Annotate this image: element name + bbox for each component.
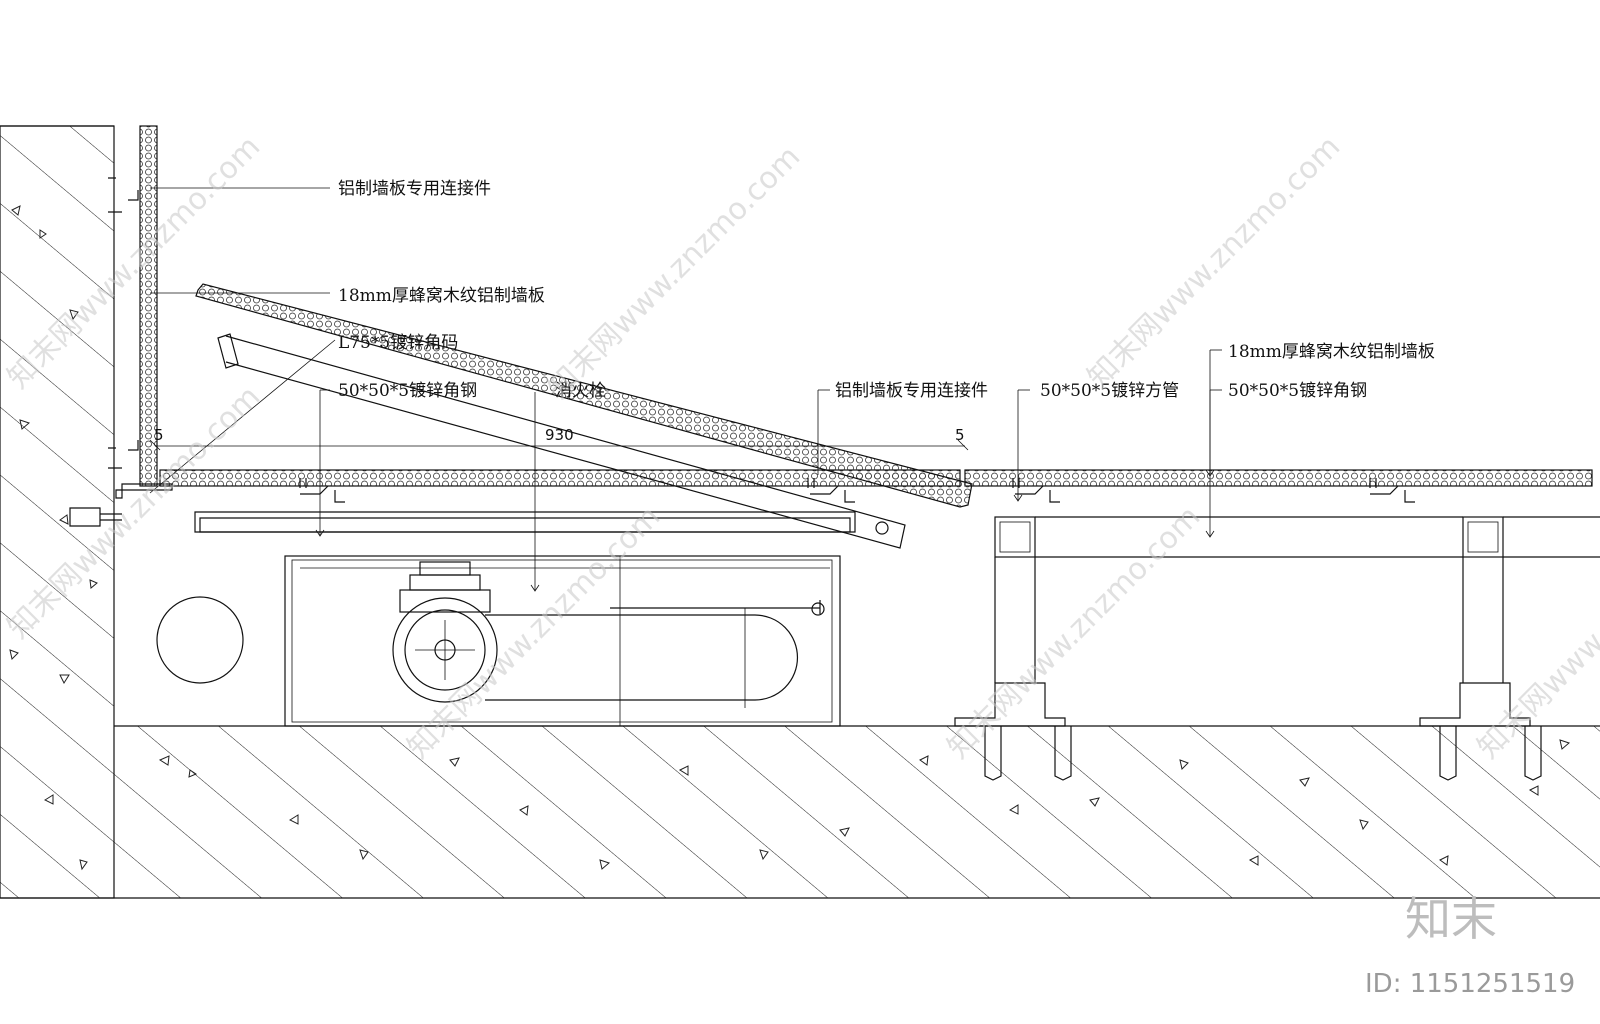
floor-panel-left — [159, 469, 961, 487]
watermark-brand: 知末 — [1405, 892, 1497, 946]
label-connector-top: 铝制墙板专用连接件 — [338, 179, 491, 199]
sloped-wall-panel — [195, 283, 973, 508]
watermark-text-2: 知末网www.znzmo.com — [541, 139, 807, 405]
dimension-mark-left: 5 — [154, 426, 164, 444]
floor-panel-right — [964, 469, 1593, 487]
leader-lines — [149, 187, 1222, 592]
vertical-wall-panel — [108, 125, 158, 490]
dimension-mark-right: 5 — [955, 426, 965, 444]
label-angle-steel-left: 50*50*5镀锌角钢 — [338, 381, 477, 401]
label-hydrant: 消火栓 — [555, 381, 606, 401]
pipe-section — [156, 596, 244, 684]
label-angle-clip: L75*5镀锌角码 — [338, 333, 458, 353]
label-connector-mid: 铝制墙板专用连接件 — [835, 381, 988, 401]
label-angle-steel-right: 50*50*5镀锌角钢 — [1228, 381, 1367, 401]
concrete-wall — [0, 125, 115, 899]
label-square-tube: 50*50*5镀锌方管 — [1040, 381, 1179, 401]
concrete-floor-slab — [0, 725, 1600, 899]
hydrant-cabinet — [284, 555, 841, 727]
aggregate-marks — [9, 205, 1570, 871]
dimension-span: 930 — [545, 426, 574, 444]
watermark-id: ID: 1151251519 — [1365, 969, 1575, 999]
label-panel-top: 18mm厚蜂窝木纹铝制墙板 — [338, 286, 545, 306]
angle-steel-bracket — [69, 333, 906, 549]
steel-support-frame — [954, 516, 1600, 781]
label-panel-right: 18mm厚蜂窝木纹铝制墙板 — [1228, 342, 1435, 362]
fixing-clips — [299, 478, 1415, 503]
